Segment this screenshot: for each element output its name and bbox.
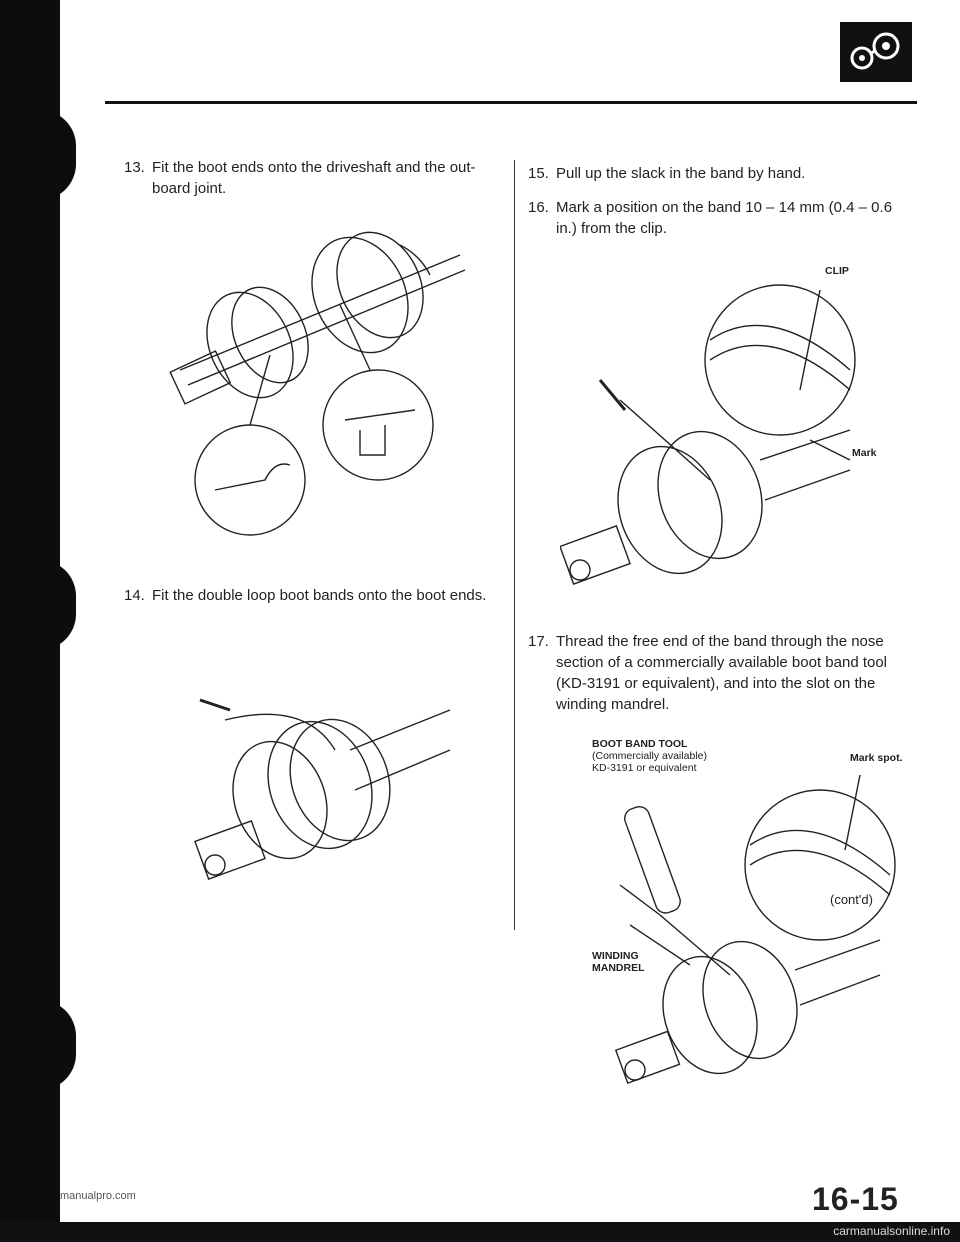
label-mark: Mark — [852, 447, 877, 459]
header-rule — [105, 101, 917, 104]
footer-site: carmanualsonline.info — [833, 1224, 950, 1238]
step-text: Fit the boot ends onto the driveshaft an… — [152, 159, 476, 197]
footer-band: carmanualsonline.info — [0, 1222, 960, 1242]
figure-mark-band — [559, 280, 870, 595]
binding-tab — [40, 110, 76, 200]
label-clip: CLIP — [825, 265, 849, 277]
watermark-text: manualpro.com — [60, 1190, 136, 1202]
step-number: 13. — [124, 159, 145, 176]
figure-boot-ends — [160, 225, 480, 560]
step-text: Thread the free end of the band through … — [556, 633, 888, 713]
step-text: Mark a position on the band 10 – 14 mm (… — [556, 199, 893, 237]
step-number: 16. — [528, 199, 549, 216]
step-text: Pull up the slack in the band by hand. — [556, 165, 806, 182]
driveshaft-section-icon — [840, 22, 912, 82]
label-boot-band-tool: BOOT BAND TOOL (Commercially available) … — [592, 738, 707, 774]
continued-note: (cont'd) — [830, 892, 873, 907]
label-mark-spot: Mark spot. — [850, 752, 903, 764]
figure-double-loop-bands — [190, 680, 470, 895]
figure-boot-band-tool — [600, 765, 900, 1090]
binding-tab — [40, 1000, 76, 1090]
binding-strip — [0, 0, 76, 1242]
column-divider — [514, 160, 515, 930]
page-number: 16-15 — [812, 1181, 899, 1217]
step-number: 17. — [528, 633, 549, 650]
binding-tab — [40, 560, 76, 650]
step-text: Fit the double loop boot bands onto the … — [152, 587, 487, 604]
step-number: 14. — [124, 587, 145, 604]
step-number: 15. — [528, 165, 549, 182]
